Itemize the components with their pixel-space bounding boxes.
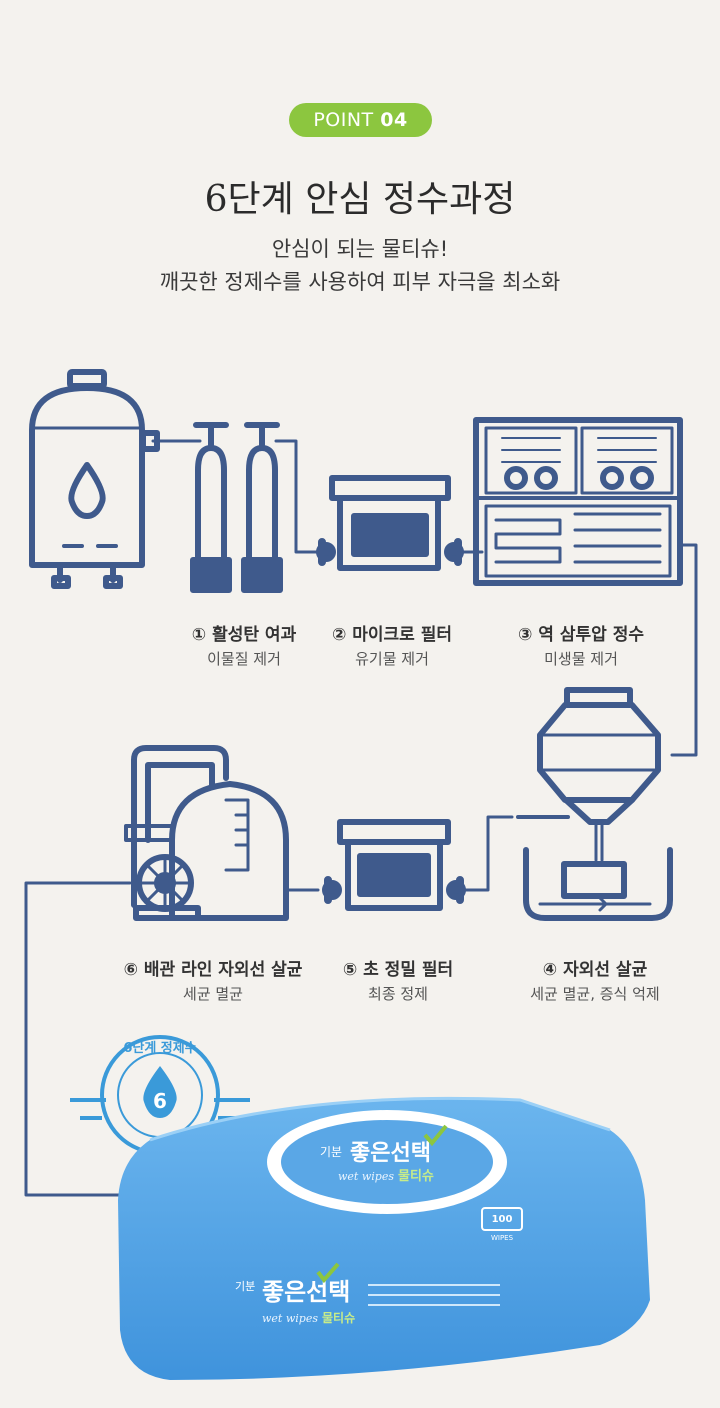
point-number: 04 <box>380 109 408 131</box>
pack-count-unit: WIPES <box>491 1234 514 1242</box>
reverse-osmosis-icon <box>473 417 683 586</box>
step-5-title: ⑤ 초 정밀 필터 <box>342 960 454 980</box>
point-badge: POINT 04 <box>289 103 432 137</box>
subtitle-line-1: 안심이 되는 물티슈! <box>271 237 449 261</box>
step-2-desc: 유기물 제거 <box>355 650 429 668</box>
step-4-desc: 세균 멸균, 증식 억제 <box>530 985 660 1003</box>
front-tagline: wet wipes <box>262 1312 318 1325</box>
pack-count: 100 <box>492 1214 513 1225</box>
step-6-title: ⑥ 배관 라인 자외선 살균 <box>123 960 303 980</box>
lid-kind: 물티슈 <box>398 1168 434 1184</box>
uv-sterilizer-icon <box>516 687 673 921</box>
subtitle-line-2: 깨끗한 정제수를 사용하여 피부 자극을 최소화 <box>159 270 561 294</box>
step-1-desc: 이물질 제거 <box>207 650 281 668</box>
lid-brand-small: 기분 <box>320 1145 342 1159</box>
water-tank-icon <box>29 369 160 589</box>
stamp-text: 6단계 정제수 <box>123 1040 196 1056</box>
step-6-desc: 세균 멸균 <box>183 985 243 1003</box>
lid-tagline: wet wipes <box>338 1170 394 1183</box>
micro-filter-icon <box>316 475 464 571</box>
precision-filter-icon <box>322 819 466 911</box>
wet-wipes-pack: 기분 좋은선택 wet wipes 물티슈 100 WIPES 기분 좋은선택 … <box>118 1096 650 1380</box>
carbon-filter-icon <box>190 422 283 593</box>
front-brand-small: 기분 <box>235 1280 255 1293</box>
step-1-title: ① 활성탄 여과 <box>191 625 297 645</box>
point-label: POINT <box>313 109 374 131</box>
page-title: 6단계 안심 정수과정 <box>204 179 516 220</box>
front-brand: 좋은선택 <box>262 1278 350 1306</box>
step-2-title: ② 마이크로 필터 <box>331 625 453 645</box>
step-5-desc: 최종 정제 <box>368 985 428 1003</box>
stamp-number: 6 <box>153 1089 167 1113</box>
lid-brand: 좋은선택 <box>350 1141 431 1166</box>
stamp-6-steps: 6 6단계 정제수 <box>70 1035 250 1155</box>
step-3-desc: 미생물 제거 <box>544 650 618 668</box>
pipeline-uv-icon <box>124 745 289 921</box>
step-3-title: ③ 역 삼투압 정수 <box>518 625 644 645</box>
step-4-title: ④ 자외선 살균 <box>542 960 648 980</box>
front-kind: 물티슈 <box>322 1310 355 1325</box>
